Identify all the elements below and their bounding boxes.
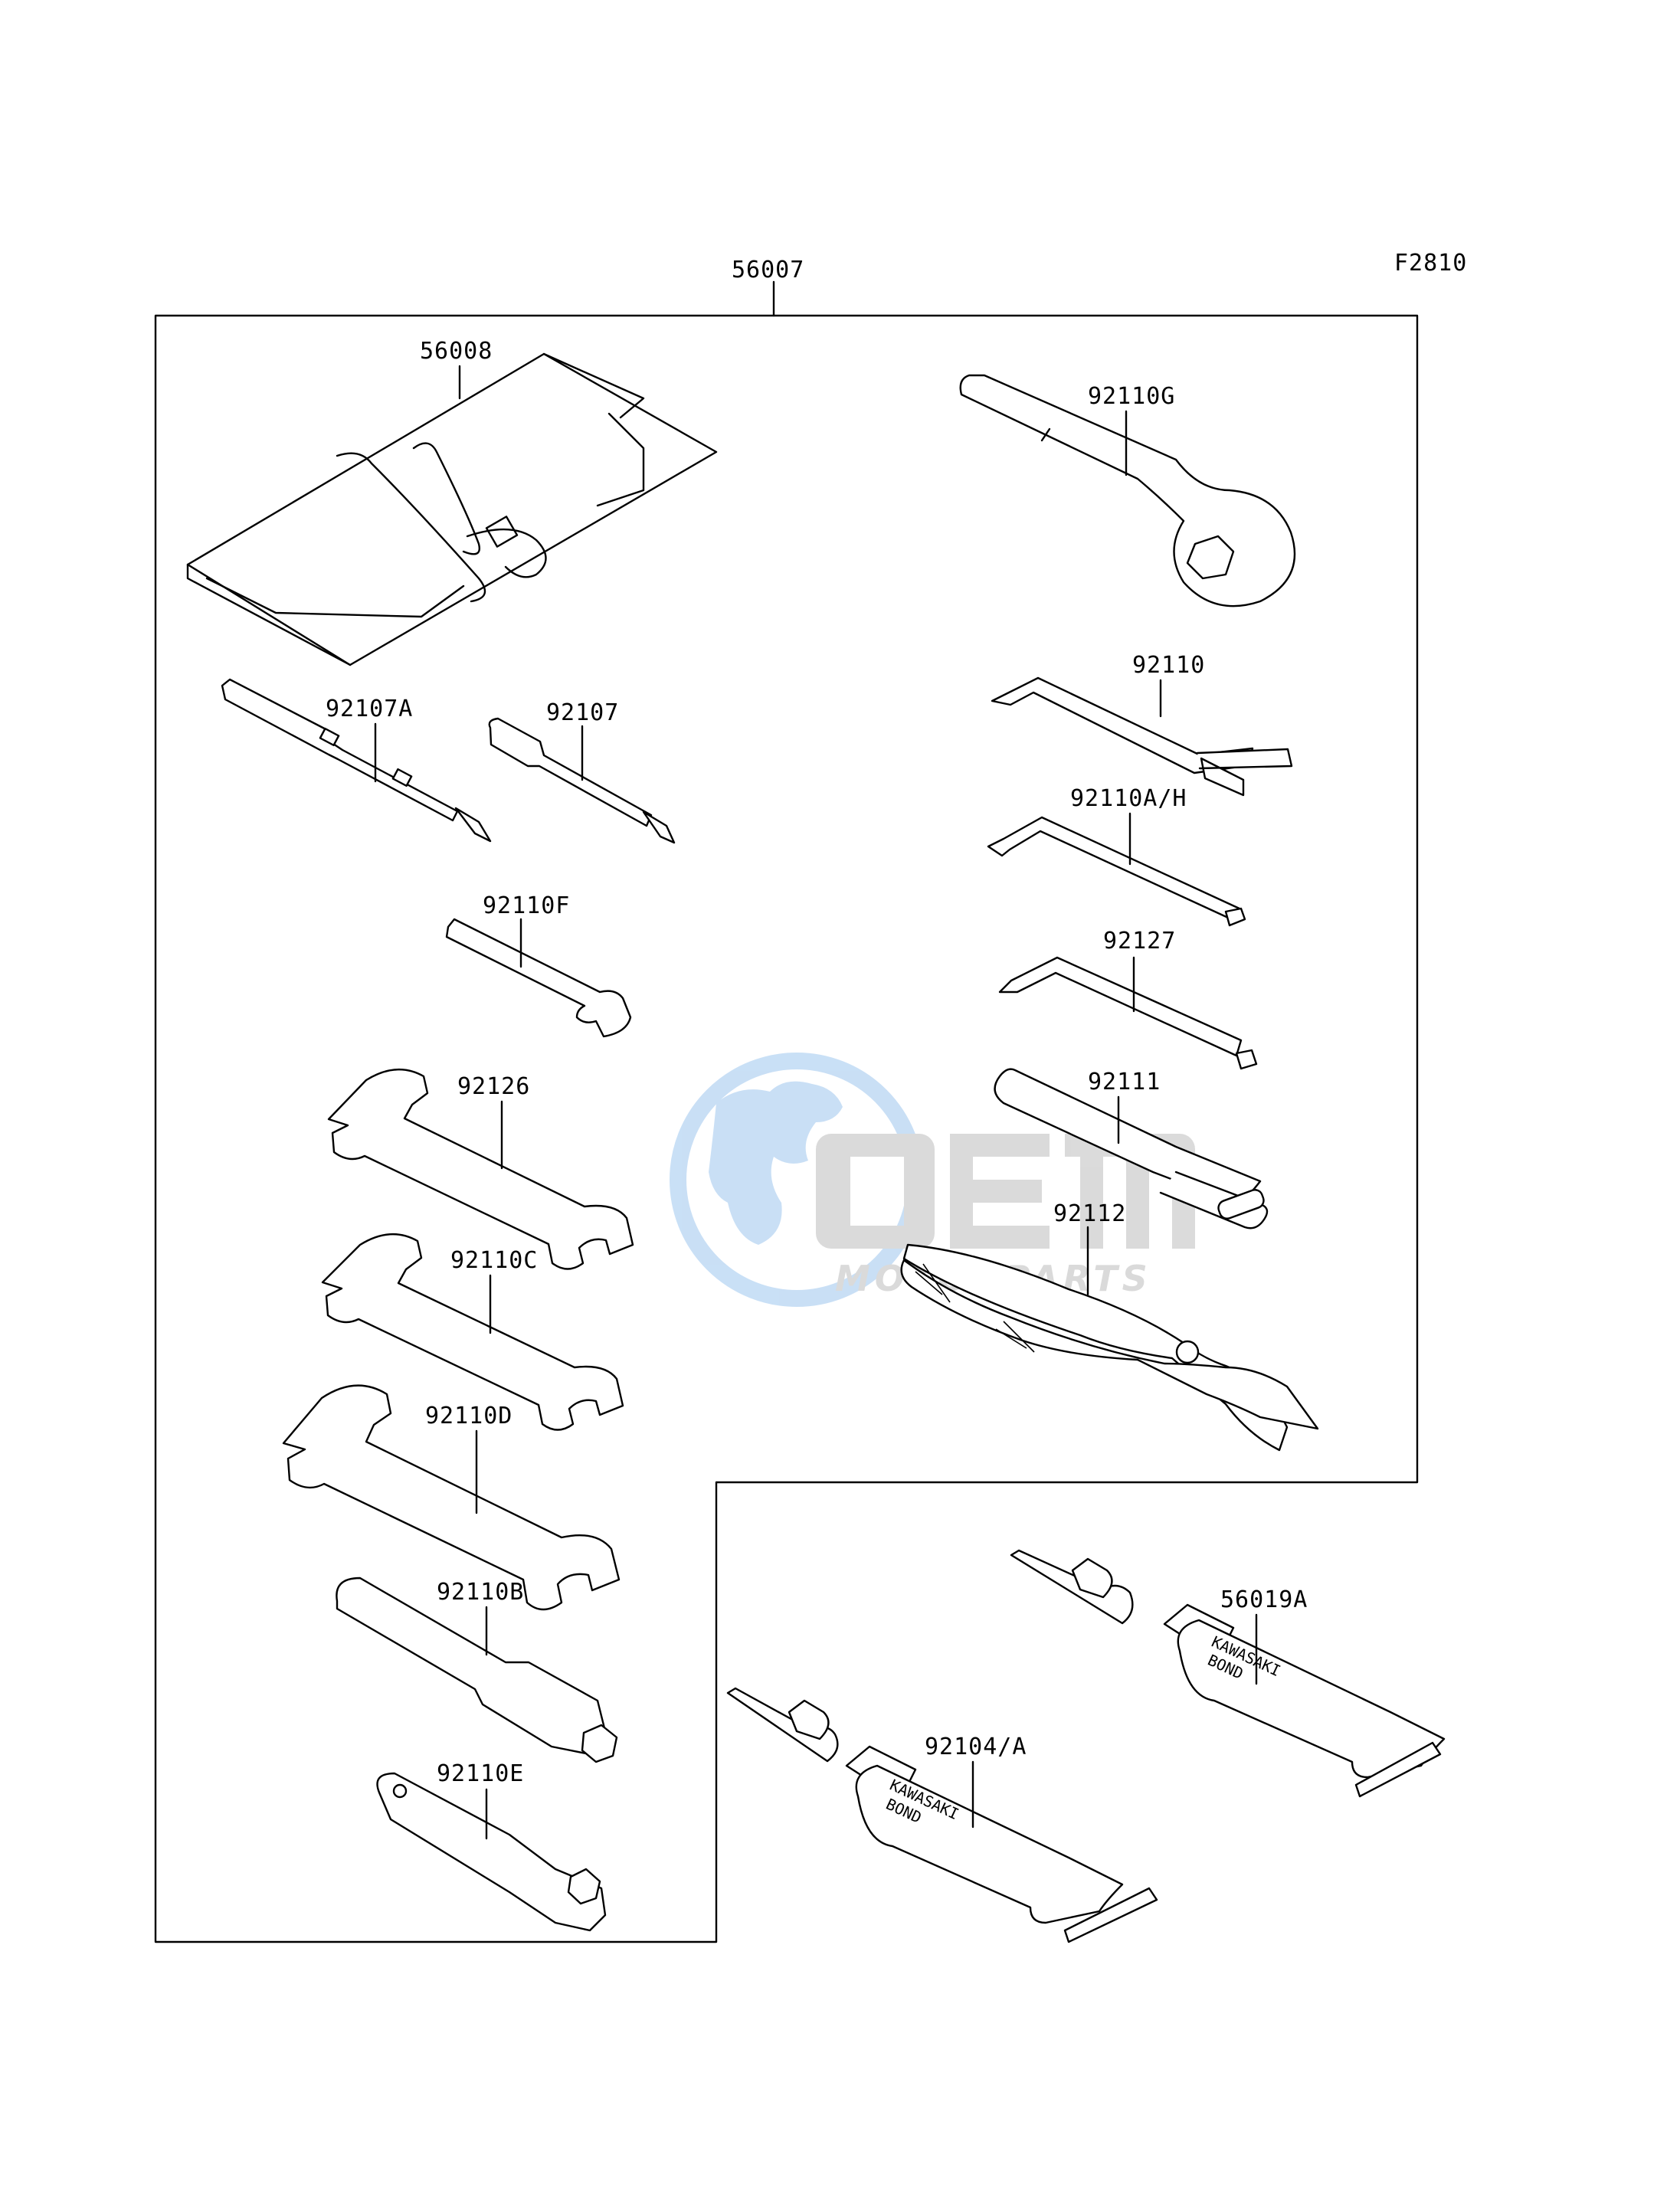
label-92110G: 92110G [1088,383,1175,410]
label-92110E: 92110E [437,1760,524,1787]
figure-code: F2810 [1394,250,1467,277]
pliers-92112 [900,1226,1319,1452]
watermark-oem-letters [816,1134,1195,1249]
label-56008: 56008 [420,338,493,365]
label-92104A: 92104/A [925,1734,1027,1760]
label-92110: 92110 [1132,652,1205,679]
label-92110B: 92110B [437,1579,524,1606]
hex-key-92127 [998,956,1258,1070]
label-92126: 92126 [457,1073,530,1100]
label-92107A: 92107A [326,696,413,722]
label-56007: 56007 [732,257,804,283]
pliers-grip-hatch [915,1263,1035,1353]
tool-pouch-56008 [186,352,718,666]
label-92127: 92127 [1103,928,1176,954]
label-92110F: 92110F [483,892,570,919]
wrench-92110D [282,1384,621,1611]
handle-bar-92111 [994,1068,1269,1229]
bond-tube-56019A: KAWASAKI BOND [1010,1549,1446,1798]
bond-tube-92104A: KAWASAKI BOND [726,1687,1158,1943]
box-wrench-92110B [336,1577,618,1763]
label-92112: 92112 [1053,1200,1126,1227]
kit-boundary-frame [154,314,1419,1943]
label-92110D: 92110D [425,1403,513,1429]
wrench-92110C [321,1233,624,1431]
label-56019A: 56019A [1220,1586,1308,1613]
label-92110AH: 92110A/H [1070,785,1187,812]
watermark-globe-icon [709,1081,843,1245]
label-92110C: 92110C [450,1247,538,1274]
oem-watermark: MOTORPARTS [670,1053,1195,1307]
hex-key-92110A-H [987,812,1246,927]
label-92107: 92107 [546,699,619,726]
hex-key-92110 [991,676,1293,797]
label-92111: 92111 [1088,1069,1161,1095]
screwdriver-92107A [221,678,492,843]
wrench-92126 [327,1069,634,1270]
ring-wrench-92110G [959,374,1296,607]
wrench-92110F [445,918,632,1038]
box-wrench-92110E [376,1772,607,1932]
screwdriver-92107 [488,717,676,844]
